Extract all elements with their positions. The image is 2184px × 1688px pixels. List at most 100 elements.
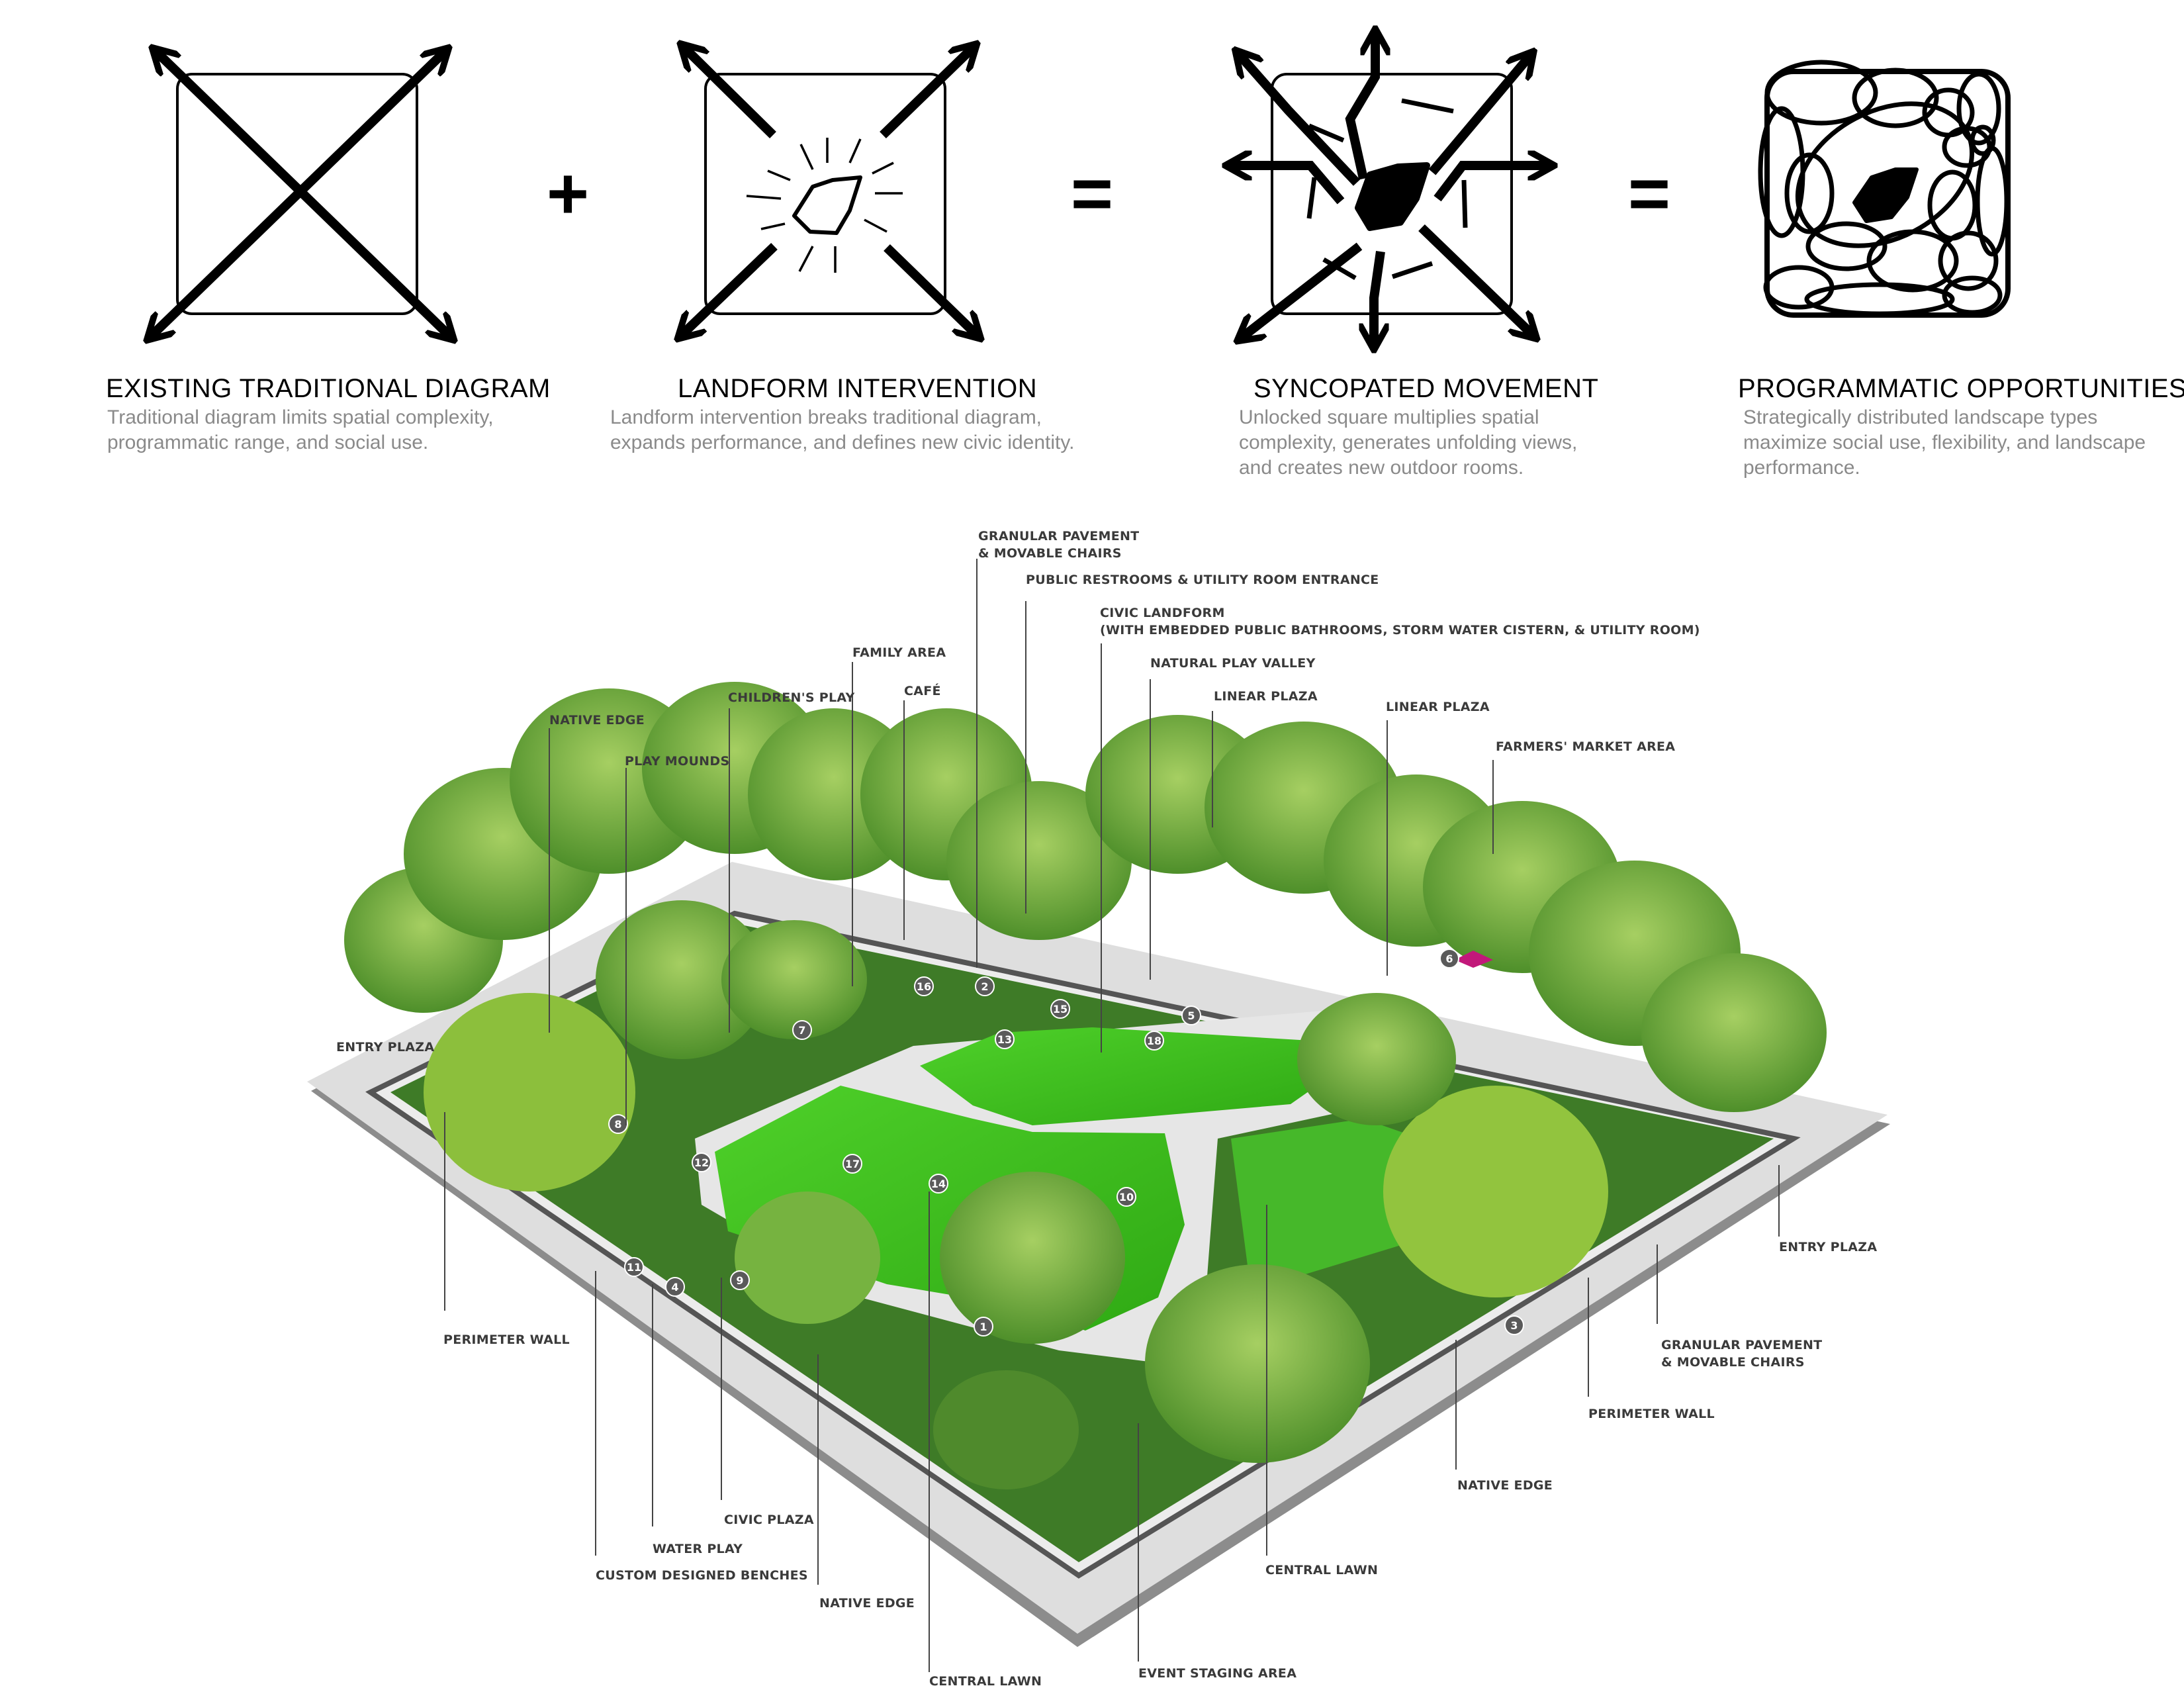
program-cell [1758,106,1805,238]
caption-title: SYNCOPATED MOVEMENT [1253,374,1598,403]
marker: 2 [975,976,995,996]
label-custom-benches: CUSTOM DESIGNED BENCHES [596,1568,808,1583]
svg-text:17: 17 [845,1158,860,1170]
program-cell [1927,169,1978,241]
label-childrens-play: CHILDREN'S PLAY [728,690,855,705]
svg-text:13: 13 [997,1033,1012,1046]
program-cell [1938,230,1999,291]
arrow-ne [880,48,973,139]
square-outline [704,73,946,315]
path-west [1231,165,1345,205]
marker: 8 [608,1114,628,1134]
label-central-lawn: CENTRAL LAWN [929,1674,1042,1688]
path-north [1345,34,1375,180]
path-sw [1242,242,1363,338]
path-east [1433,165,1549,202]
svg-text:2: 2 [981,980,988,993]
caption-desc: Traditional diagram limits spatial compl… [107,406,494,428]
landform-shape-filled [1355,162,1430,231]
caption-desc: Landform intervention breaks traditional… [610,406,1042,428]
label-civic-landform: (WITH EMBEDDED PUBLIC BATHROOMS, STORM W… [1100,623,1700,637]
label-perimeter-wall: PERIMETER WALL [443,1333,570,1347]
program-cell [1975,146,2009,257]
diagram-landform [682,48,977,335]
svg-text:10: 10 [1119,1191,1134,1203]
svg-text:7: 7 [798,1024,805,1037]
marker: 18 [1144,1031,1164,1051]
label-public-restrooms: PUBLIC RESTROOMS & UTILITY ROOM ENTRANCE [1026,573,1379,587]
landform-shape [792,175,862,235]
label-cafe: CAFÉ [904,683,941,698]
label-granular-pavement: GRANULAR PAVEMENT [1661,1338,1822,1352]
svg-text:9: 9 [736,1274,743,1287]
path-ne [1428,56,1530,175]
label-farmers-market: FARMERS' MARKET AREA [1496,739,1675,754]
marker: 6 [1439,949,1459,968]
label-native-edge: NATIVE EDGE [1457,1478,1553,1493]
program-cell [1956,71,2001,146]
square-outline [1271,73,1513,315]
svg-text:18: 18 [1147,1035,1161,1047]
label-entry-plaza: ENTRY PLAZA [1779,1240,1877,1254]
svg-text:4: 4 [671,1281,678,1293]
program-cell [1804,282,1955,316]
site-markers: 1 2 3 4 5 6 7 8 9 10 11 12 13 14 15 16 1… [608,949,1524,1336]
label-native-edge: NATIVE EDGE [549,713,645,727]
program-cell [1866,229,1959,293]
caption-desc: performance. [1743,457,1860,479]
plus-operator: + [547,153,589,234]
radiating-lines [746,138,903,273]
svg-text:8: 8 [614,1118,621,1131]
program-cell [1784,152,1835,234]
svg-text:5: 5 [1187,1009,1195,1022]
label-play-mounds: PLAY MOUNDS [625,754,729,769]
program-cell [1942,275,2003,315]
svg-text:16: 16 [917,980,931,993]
marker: 4 [665,1277,685,1297]
marker: 14 [929,1174,948,1194]
marker: 10 [1116,1187,1136,1207]
marker: 12 [692,1152,711,1172]
caption-title: EXISTING TRADITIONAL DIAGRAM [106,374,551,403]
svg-text:15: 15 [1053,1003,1068,1015]
market-tent [1455,951,1493,968]
caption-desc: complexity, generates unfolding views, [1239,432,1577,453]
label-family-area: FAMILY AREA [852,645,946,660]
caption-desc: and creates new outdoor rooms. [1239,457,1524,479]
program-cell [1764,60,1878,126]
landform-shape-filled [1852,167,1919,223]
operators: + = = [547,153,1670,234]
caption-title: LANDFORM INTERVENTION [678,374,1037,403]
svg-text:1: 1 [979,1321,987,1333]
svg-text:6: 6 [1445,953,1453,965]
label-natural-play-valley: NATURAL PLAY VALLEY [1150,656,1316,671]
marker: 13 [995,1029,1015,1049]
label-linear-plaza: LINEAR PLAZA [1386,700,1490,714]
marker: 3 [1504,1315,1524,1335]
marker: 1 [974,1317,993,1336]
marker: 11 [624,1257,644,1277]
label-linear-plaza: LINEAR PLAZA [1214,689,1318,704]
callout-labels: GRANULAR PAVEMENT & MOVABLE CHAIRS PUBLI… [336,529,1877,1688]
diagram-traditional [151,52,450,336]
arrow-se [884,244,977,335]
caption-desc: Unlocked square multiplies spatial [1239,406,1539,428]
label-granular-pavement: & MOVABLE CHAIRS [978,546,1122,561]
caption-desc: Strategically distributed landscape type… [1743,406,2097,428]
park-axonometric [307,682,1890,1647]
marker: 15 [1050,999,1070,1019]
diagram-programmatic [1758,60,2011,318]
caption-title: PROGRAMMATIC OPPORTUNITIES [1738,374,2184,403]
marker: 16 [914,976,934,996]
arrow-sw [682,242,778,335]
program-cell [1852,68,1939,128]
svg-text:14: 14 [931,1178,946,1190]
marker: 9 [730,1270,750,1290]
caption-desc: maximize social use, flexibility, and la… [1743,432,2146,453]
svg-text:3: 3 [1510,1319,1518,1332]
path-south [1374,251,1381,344]
label-native-edge: NATIVE EDGE [819,1596,915,1611]
equals-operator: = [1628,153,1670,234]
svg-text:11: 11 [627,1261,641,1274]
